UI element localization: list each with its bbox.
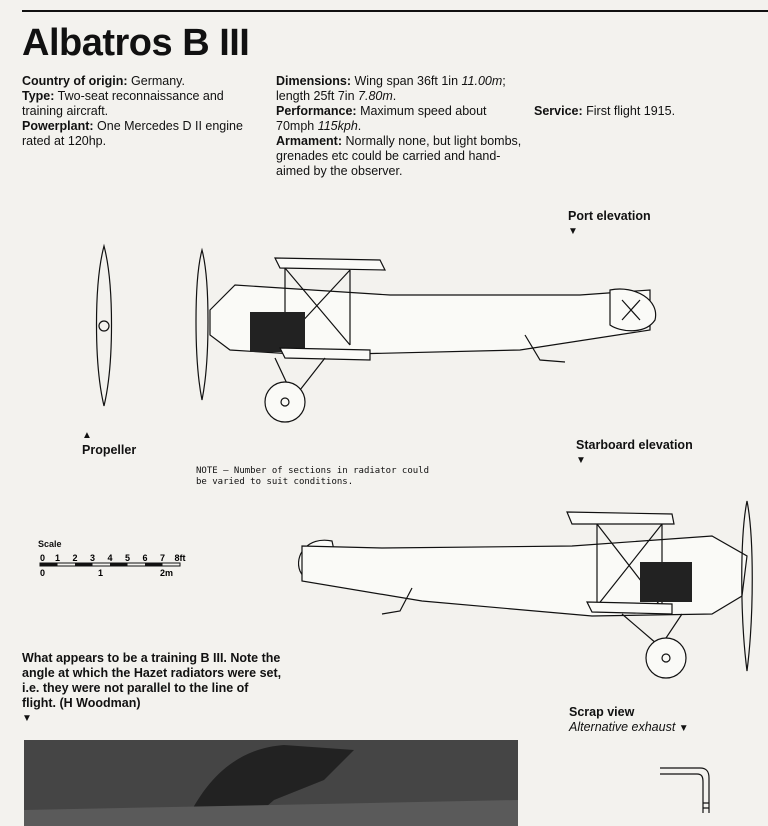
training-aircraft-photo — [24, 740, 518, 826]
page-title: Albatros B III — [22, 22, 250, 64]
scale-m-tick: 1 — [98, 568, 103, 578]
scale-ft-tick: 7 — [160, 553, 165, 563]
down-arrow-icon: ▼ — [678, 723, 689, 734]
scale-ft-tick: 8ft — [175, 553, 186, 563]
up-arrow-icon: ▲ — [82, 430, 92, 441]
scale-ft-tick: 4 — [107, 553, 112, 563]
scale-ft-tick: 0 — [40, 553, 45, 563]
scrap-view-label: Scrap view Alternative exhaust ▼ — [569, 705, 689, 734]
scale-ft-tick: 6 — [142, 553, 147, 563]
specs-column-1: Country of origin: Germany. Type: Two-se… — [22, 74, 262, 149]
scale-ft-tick: 5 — [125, 553, 130, 563]
spec-armament: Armament: Normally none, but light bombs… — [276, 134, 522, 178]
spec-dimensions: Dimensions: Wing span 36ft 1in 11.00m; l… — [276, 74, 506, 103]
spec-performance: Performance: Maximum speed about 70mph 1… — [276, 104, 487, 133]
propeller-drawing — [95, 243, 113, 407]
exhaust-scrap-drawing — [660, 767, 710, 813]
photo-caption: What appears to be a training B III. Not… — [22, 651, 282, 724]
scale-ft-tick: 2 — [72, 553, 77, 563]
specs-column-3: Service: First flight 1915. — [534, 74, 766, 119]
down-arrow-icon: ▼ — [576, 455, 586, 466]
spec-type: Type: Two-seat reconnaissance and traini… — [22, 89, 224, 118]
scale-m-tick: 0 — [40, 568, 45, 578]
scale-m-tick: 2m — [160, 568, 173, 578]
spec-country: Country of origin: Germany. — [22, 74, 185, 88]
spec-service: Service: First flight 1915. — [534, 104, 676, 118]
scale-title: Scale — [38, 539, 62, 549]
scale-ft-tick: 3 — [90, 553, 95, 563]
top-rule — [22, 10, 768, 12]
starboard-elevation-drawing — [298, 500, 753, 679]
down-arrow-icon: ▼ — [22, 713, 32, 724]
spec-powerplant: Powerplant: One Mercedes D II engine rat… — [22, 119, 243, 148]
specs-column-2: Dimensions: Wing span 36ft 1in 11.00m; l… — [276, 74, 526, 179]
starboard-elevation-label: Starboard elevation ▼ — [576, 438, 693, 466]
port-elevation-drawing — [195, 247, 657, 423]
port-elevation-label: Port elevation ▼ — [568, 209, 651, 237]
down-arrow-icon: ▼ — [568, 226, 578, 237]
scale-ft-tick: 1 — [55, 553, 60, 563]
radiator-note: NOTE – Number of sections in radiator co… — [196, 466, 429, 487]
propeller-label: ▲ Propeller — [82, 430, 137, 457]
